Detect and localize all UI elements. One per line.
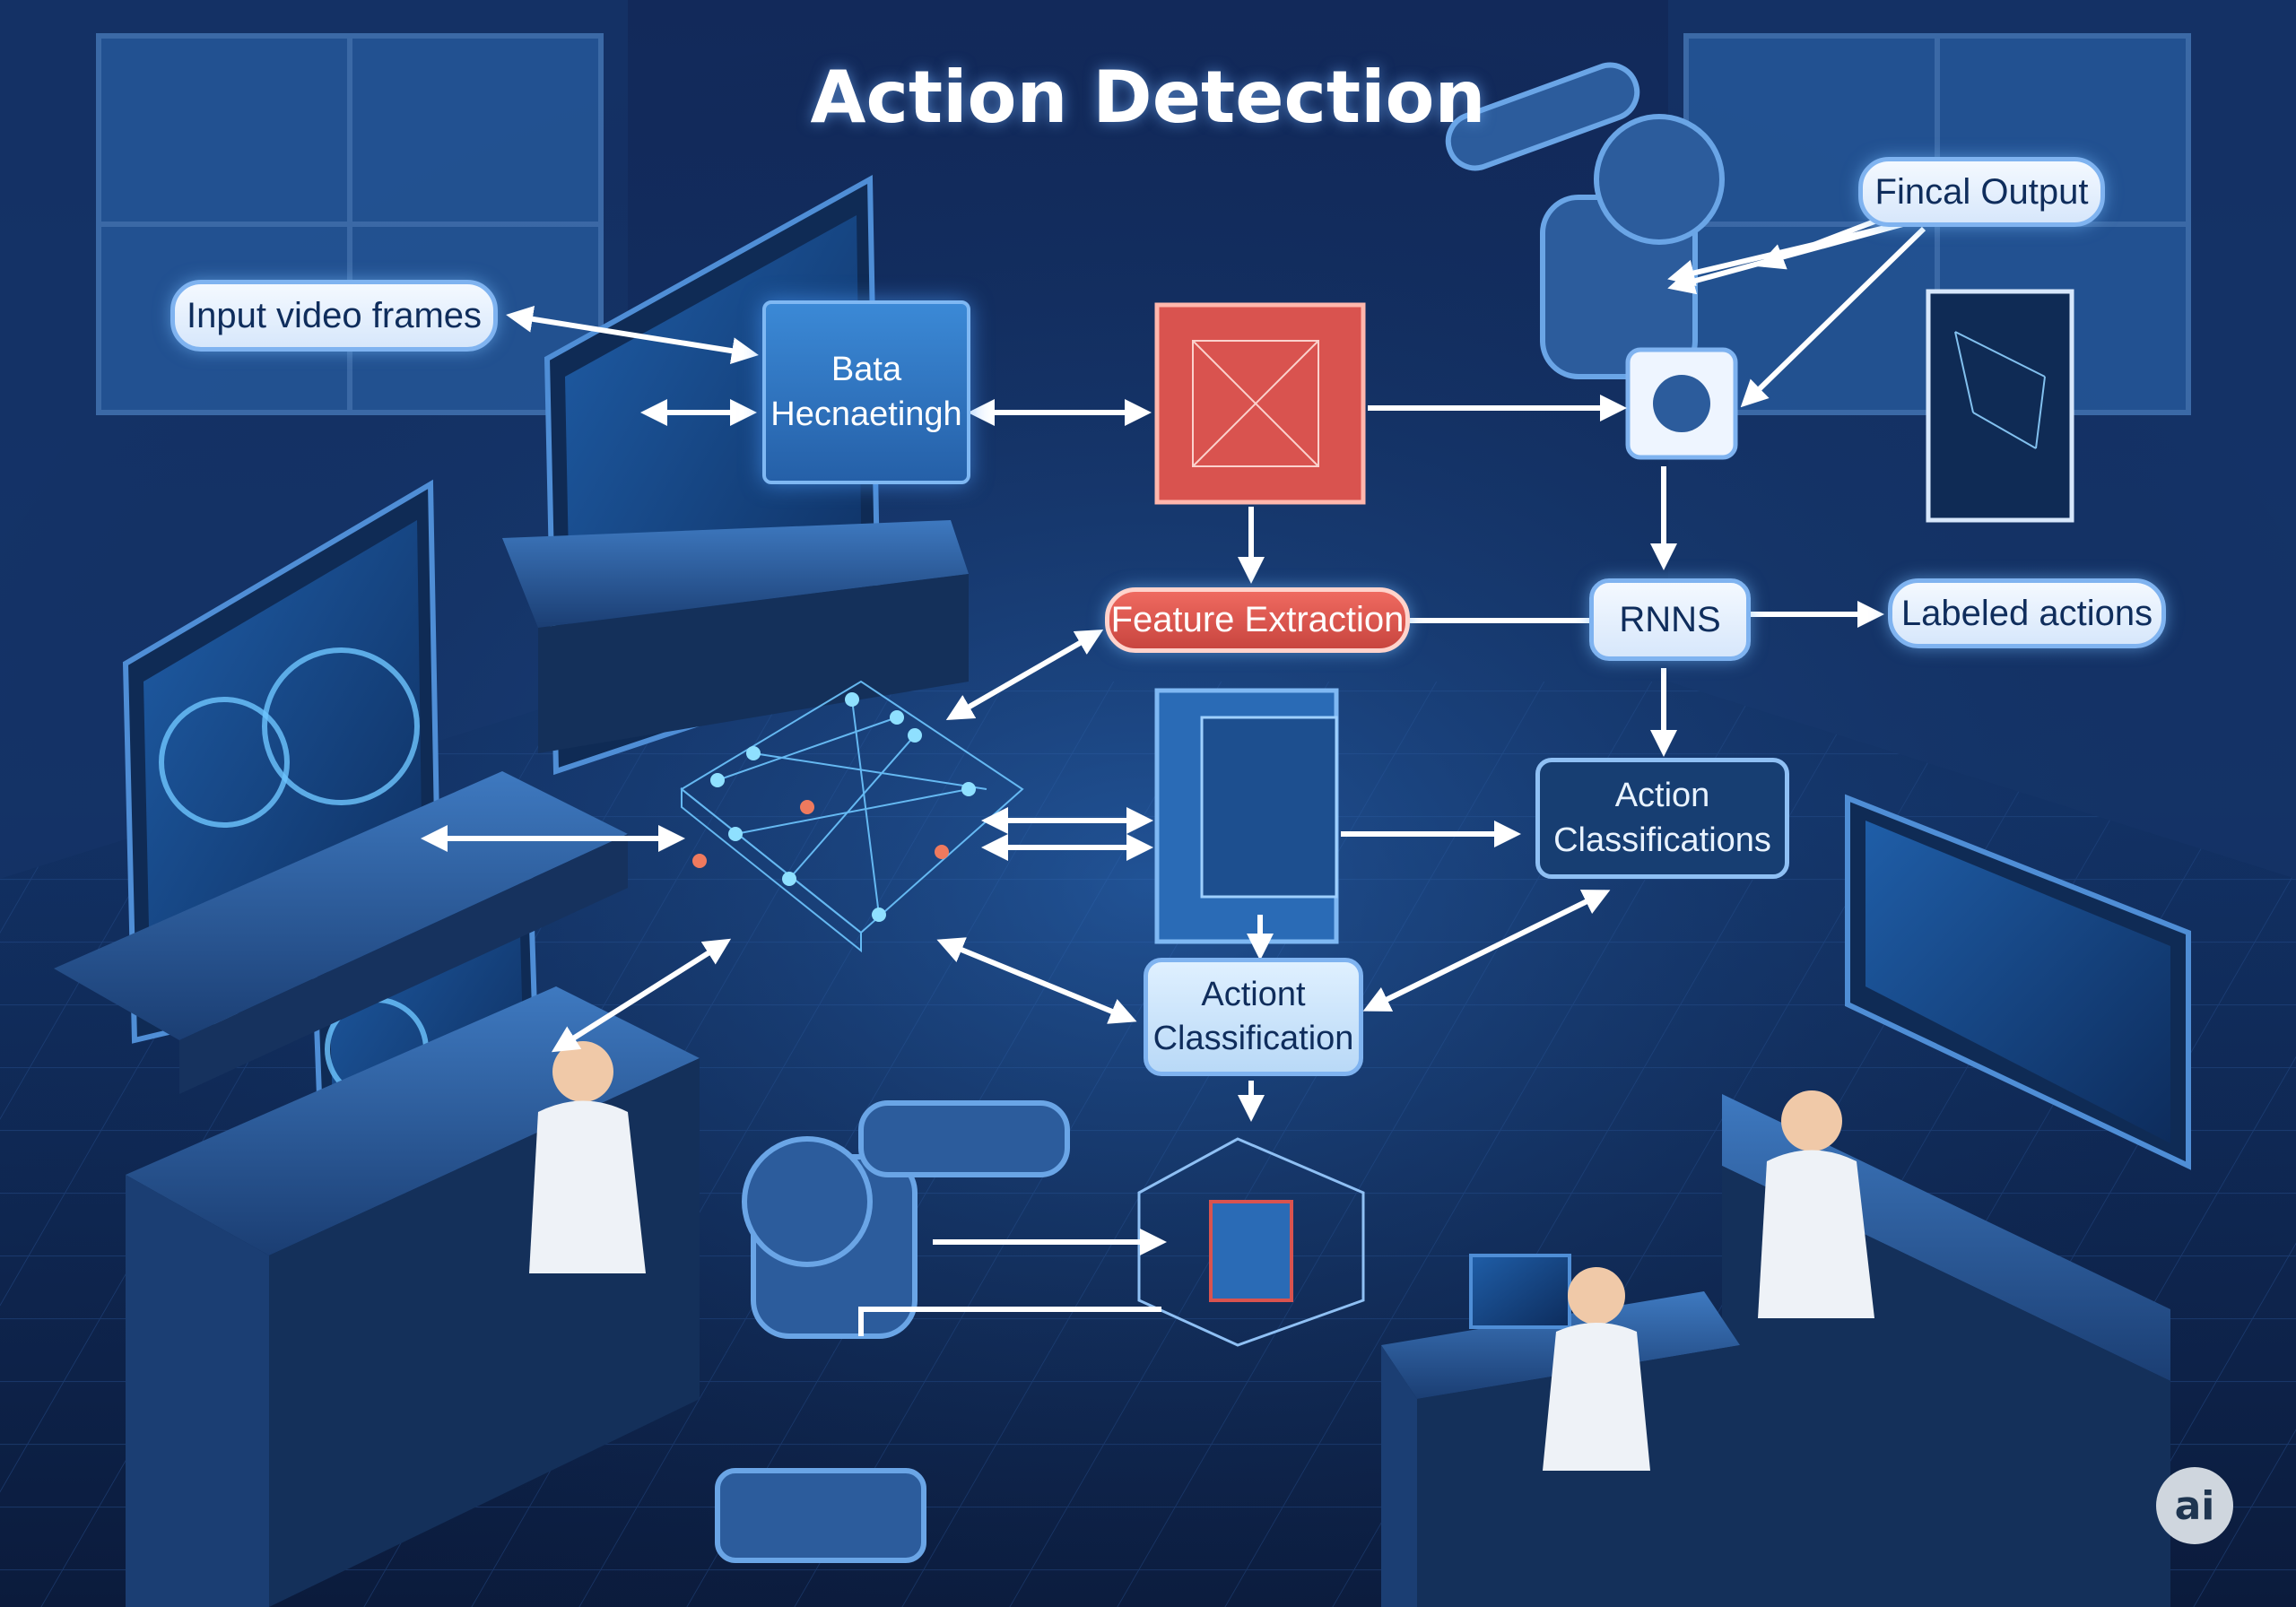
action-classifications-label-line1: Action: [1614, 777, 1710, 815]
input-video-frames-label: Input video frames: [186, 295, 483, 335]
actiont-classification-label-line2: Classification: [1152, 1020, 1354, 1057]
feature-extraction-node: Feature Extraction: [1105, 587, 1410, 653]
rnns-label: RNNS: [1619, 599, 1721, 639]
ai-badge: ai: [2156, 1467, 2233, 1544]
data-processing-label-line1: Bata: [831, 351, 902, 389]
action-classifications-node: Action Classifications: [1535, 758, 1789, 879]
rnns-node: RNNS: [1589, 578, 1751, 661]
final-output-label: Fincal Output: [1874, 171, 2089, 212]
input-video-frames-node: Input video frames: [170, 280, 498, 352]
labeled-actions-node: Labeled actions: [1888, 578, 2166, 648]
feature-extraction-label: Feature Extraction: [1110, 600, 1405, 639]
final-output-node: Fincal Output: [1858, 157, 2105, 227]
actiont-classification-label-line1: Actiont: [1201, 975, 1306, 1013]
diagram-title: Action Detection: [810, 56, 1486, 139]
data-processing-label-line2: Hecnaetingh: [770, 395, 962, 433]
data-processing-node: Bata Hecnaetingh: [762, 300, 970, 484]
actiont-classification-node: Actiont Classification: [1144, 958, 1363, 1076]
action-classifications-label-line2: Classifications: [1553, 821, 1771, 859]
labeled-actions-label: Labeled actions: [1900, 593, 2153, 633]
